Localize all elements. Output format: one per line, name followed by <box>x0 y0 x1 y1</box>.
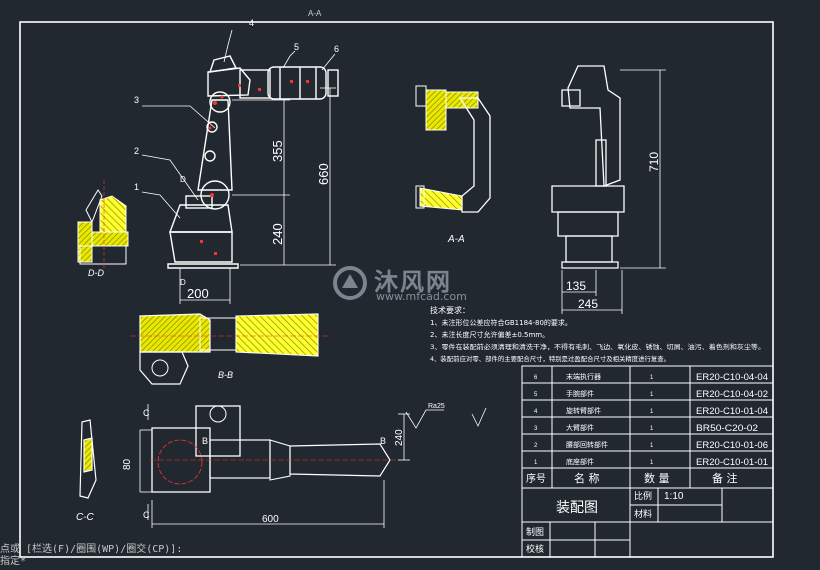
command-input-line[interactable]: 指定* <box>0 556 27 567</box>
dim-80: 80 <box>122 458 133 470</box>
bom-code: ER20-C10-01-04 <box>696 406 768 416</box>
bom-name: 末端执行器 <box>566 372 601 381</box>
bom-no: 4 <box>534 409 538 415</box>
scale-value: 1:10 <box>664 491 684 502</box>
bom-code: BR50-C20-02 <box>696 423 758 433</box>
robot-side-view <box>551 65 625 269</box>
section-label-top: A-A <box>308 9 322 18</box>
section-bb-view <box>130 313 330 385</box>
bom-header-row: 序号 名 称 数 量 备 注 <box>526 471 738 485</box>
bom-no: 6 <box>534 375 538 381</box>
tech-note-1: 1、未注形位公差应符合GB1184-80的要求。 <box>430 318 572 327</box>
bom-row-3: 3 大臂部件 1 BR50-C20-02 <box>534 423 758 433</box>
bom-row-1: 1 底座部件 1 ER20-C10-01-01 <box>534 457 768 467</box>
bom-code: ER20-C10-04-02 <box>696 389 768 399</box>
side-view-dimensions <box>561 69 666 314</box>
section-mark-d-upper: D <box>180 175 186 184</box>
bom-no: 3 <box>534 426 538 432</box>
balloon-4: 4 <box>249 18 254 28</box>
bom-name: 旋转臂部件 <box>566 406 601 415</box>
dim-660: 660 <box>316 163 331 185</box>
bom-row-4: 4 旋转臂部件 1 ER20-C10-01-04 <box>534 406 768 416</box>
robot-front-accents <box>200 80 309 255</box>
view-label-bb: B-B <box>218 370 233 380</box>
view-label-aa: A-A <box>447 234 465 245</box>
bom-code: ER20-C10-04-04 <box>696 372 768 382</box>
bom-row-5: 5 手腕部件 1 ER20-C10-04-02 <box>534 389 768 399</box>
dim-245: 245 <box>578 297 598 311</box>
mfcad-logo-icon <box>333 266 367 300</box>
section-mark-c-bottom: C <box>143 510 150 520</box>
balloon-2: 2 <box>134 146 139 156</box>
dim-135: 135 <box>566 279 586 293</box>
bom-code: ER20-C10-01-06 <box>696 440 768 450</box>
bom-qty: 1 <box>650 409 654 415</box>
bom-header-name: 名 称 <box>574 471 600 485</box>
section-mark-b-left: B <box>202 436 208 446</box>
bom-name: 底座部件 <box>566 457 594 466</box>
section-mark-d-lower: D <box>180 278 186 287</box>
dim-710: 710 <box>647 152 661 172</box>
bom-no: 5 <box>534 392 538 398</box>
dim-240: 240 <box>270 223 285 245</box>
checked-by-label: 校核 <box>526 543 544 555</box>
dim-200: 200 <box>187 286 209 301</box>
drawn-by-label: 制图 <box>526 526 544 538</box>
bom-row-2: 2 腰部回转部件 1 ER20-C10-01-06 <box>534 440 768 450</box>
command-line[interactable]: 点或 [栏选(F)/圈围(WP)/圈交(CP)]: 指定* <box>0 544 200 570</box>
bom-header-note: 备 注 <box>712 471 738 485</box>
bom-row-6: 6 末端执行器 1 ER20-C10-04-04 <box>534 372 768 382</box>
bom-table-grid <box>521 365 774 489</box>
title-block-grid <box>521 487 774 558</box>
bom-qty: 1 <box>650 375 654 381</box>
tech-note-3: 3、零件在装配前必须清理和清洗干净，不得有毛刺、飞边、氧化皮、锈蚀、切屑、油污、… <box>430 342 765 351</box>
view-label-dd: D-D <box>88 268 104 278</box>
bom-qty: 1 <box>650 443 654 449</box>
view-label-cc: C-C <box>76 512 95 523</box>
bom-no: 1 <box>534 460 538 466</box>
dim-600: 600 <box>262 514 279 525</box>
bom-header-qty: 数 量 <box>644 472 670 485</box>
front-dimension-lines <box>179 87 336 304</box>
bom-qty: 1 <box>650 392 654 398</box>
drawing-title: 装配图 <box>556 500 598 516</box>
bom-code: ER20-C10-01-01 <box>696 457 768 467</box>
scale-label: 比例 <box>634 490 652 502</box>
roughness-symbol: Ra25 <box>428 403 445 410</box>
section-dd-view <box>77 180 129 268</box>
tech-note-2: 2、未注长度尺寸允许偏差±0.5mm。 <box>430 330 549 339</box>
bom-no: 2 <box>534 443 538 449</box>
tech-notes-title: 技术要求： <box>430 305 470 315</box>
section-aa-view <box>415 85 491 213</box>
balloon-3: 3 <box>134 95 139 105</box>
robot-top-view <box>150 405 396 493</box>
balloon-5: 5 <box>294 42 299 52</box>
balloon-leaders <box>141 29 336 219</box>
section-cc-view <box>79 419 97 499</box>
bom-name: 大臂部件 <box>566 423 594 432</box>
watermark: 沐风网 www.mfcad.com <box>330 262 500 306</box>
top-view-dimensions <box>139 404 487 528</box>
command-prompt-line: 点或 [栏选(F)/圈围(WP)/圈交(CP)]: <box>0 544 183 555</box>
robot-front-view <box>167 55 339 269</box>
bom-name: 腰部回转部件 <box>566 440 608 449</box>
bom-qty: 1 <box>650 460 654 466</box>
balloon-6: 6 <box>334 44 339 54</box>
tech-note-4: 4、装配前应对零、部件的主要配合尺寸，特别是过盈配合尺寸及相关精度进行复查。 <box>430 354 670 363</box>
dim-355: 355 <box>270 140 285 162</box>
watermark-brand: 沐风网 <box>374 268 452 296</box>
material-label: 材料 <box>634 508 652 520</box>
section-mark-c-top: C <box>143 408 150 418</box>
section-mark-b-right: B <box>380 436 386 446</box>
drawing-frame <box>19 21 774 558</box>
watermark-url: www.mfcad.com <box>376 290 467 303</box>
balloon-1: 1 <box>134 182 139 192</box>
bom-name: 手腕部件 <box>566 389 594 398</box>
bom-header-no: 序号 <box>526 472 546 485</box>
dim-240-top: 240 <box>394 429 405 446</box>
bom-qty: 1 <box>650 426 654 432</box>
